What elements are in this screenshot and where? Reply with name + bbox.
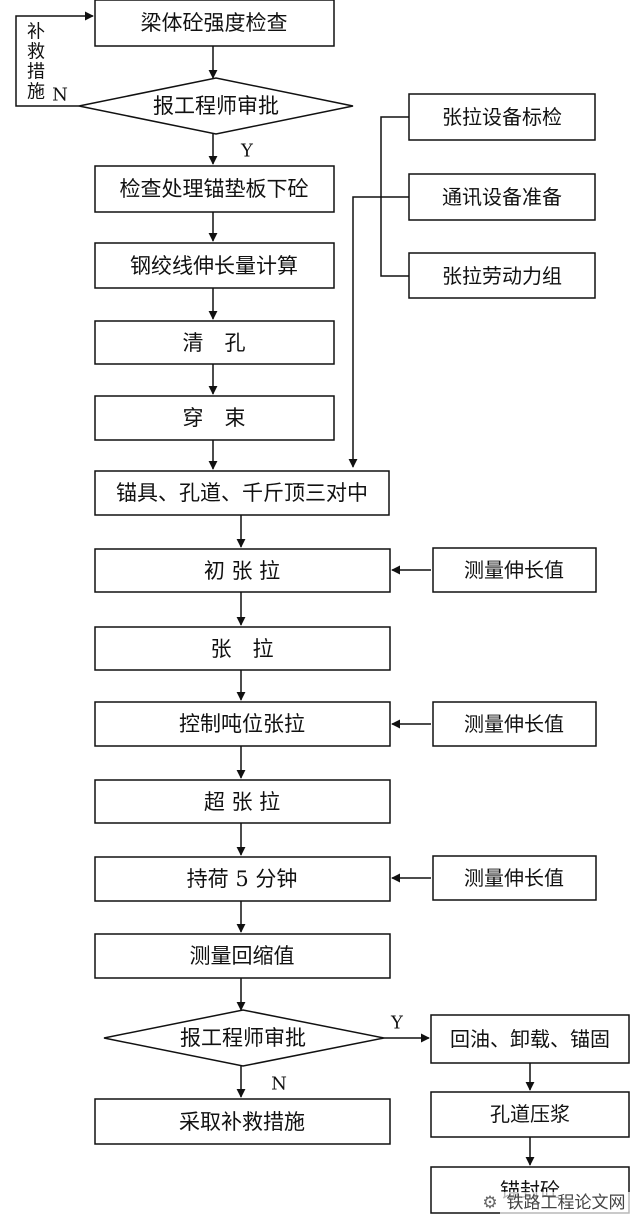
watermark-icon: ⚙ xyxy=(482,1193,497,1213)
approval2-label: 报工程师审批 xyxy=(180,1026,306,1050)
loop-no-back-to-step1 xyxy=(15,11,94,107)
step5-label: 穿 束 xyxy=(183,406,246,430)
step7-label: 初 张 拉 xyxy=(204,559,280,583)
step11-box xyxy=(94,856,391,902)
prep3-label: 张拉劳动力组 xyxy=(442,264,562,288)
loop-label-char-2: 救 xyxy=(27,42,45,63)
measure1-label: 测量伸长值 xyxy=(464,558,564,582)
measure3-label: 测量伸长值 xyxy=(464,866,564,890)
prep1-label: 张拉设备标检 xyxy=(442,105,562,129)
step2-label: 检查处理锚垫板下砼 xyxy=(120,177,309,201)
approval1-label: 报工程师审批 xyxy=(153,94,279,118)
finish1-label: 回油、卸载、锚固 xyxy=(450,1027,610,1051)
approval2-no-label: N xyxy=(271,1074,287,1095)
loop-label-char-3: 措 xyxy=(27,62,45,83)
approval2-yes-label: Y xyxy=(390,1013,404,1034)
approval2-diamond xyxy=(103,1009,385,1067)
prep3-box xyxy=(408,252,596,299)
arrow-prep-to-step6 xyxy=(348,196,409,468)
step3-box xyxy=(94,242,335,289)
step10-box xyxy=(94,779,391,824)
step6-box xyxy=(94,470,390,516)
prep-bracket-top xyxy=(380,116,409,197)
step10-label: 超 张 拉 xyxy=(204,790,280,814)
loop-label-char-1: 补 xyxy=(27,22,45,43)
measure3-box xyxy=(432,855,597,901)
step2-box xyxy=(94,165,335,213)
step8-box xyxy=(94,626,391,671)
measure2-label: 测量伸长值 xyxy=(464,712,564,736)
step6-label: 锚具、孔道、千斤顶三对中 xyxy=(116,481,368,505)
prep2-label: 通讯设备准备 xyxy=(442,185,562,209)
step9-label: 控制吨位张拉 xyxy=(179,712,305,736)
measure2-box xyxy=(432,701,597,747)
approval1-diamond xyxy=(78,77,354,135)
finish2-label: 孔道压浆 xyxy=(490,1102,570,1126)
step5-box xyxy=(94,395,335,441)
loop-no-label: N xyxy=(52,85,68,106)
prep-bracket-bottom xyxy=(380,197,409,277)
watermark: ⚙ 铁路工程论文网 xyxy=(482,1192,630,1214)
finish2-box xyxy=(430,1091,630,1138)
step1-box xyxy=(94,0,335,47)
step12-box xyxy=(94,933,391,979)
loop-label-char-4: 施 xyxy=(27,82,45,103)
step7-box xyxy=(94,548,391,593)
step12-label: 测量回缩值 xyxy=(190,944,295,968)
remedy-label: 采取补救措施 xyxy=(179,1110,305,1134)
watermark-label: 铁路工程论文网 xyxy=(507,1193,626,1213)
step4-box xyxy=(94,320,335,365)
step11-label: 持荷 5 分钟 xyxy=(187,867,298,891)
measure1-box xyxy=(432,547,597,593)
remedy-box xyxy=(94,1098,391,1145)
step1-label: 梁体砼强度检查 xyxy=(141,11,288,35)
finish1-box xyxy=(430,1014,630,1064)
prep2-box xyxy=(408,173,596,221)
prep1-box xyxy=(408,93,596,141)
step8-label: 张 拉 xyxy=(211,637,274,661)
step9-box xyxy=(94,701,391,747)
step4-label: 清 孔 xyxy=(183,331,246,355)
approval1-yes-label: Y xyxy=(240,141,254,162)
step3-label: 钢绞线伸长量计算 xyxy=(130,254,298,278)
